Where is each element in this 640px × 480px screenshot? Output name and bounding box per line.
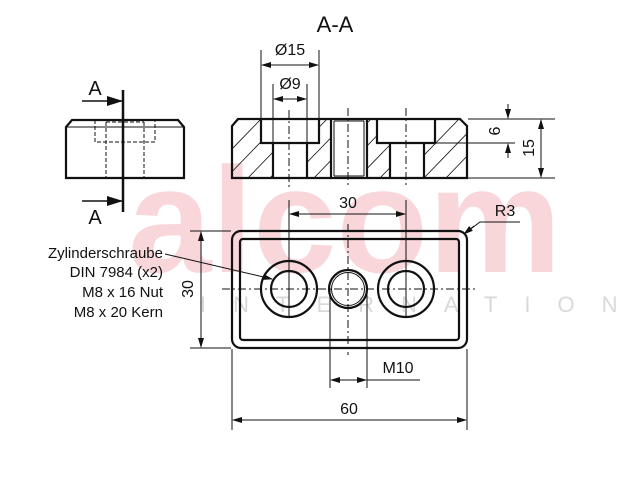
side-view: A A — [64, 78, 186, 229]
section-mark-top: A — [88, 78, 102, 100]
callout-line-4: M8 x 20 Kern — [74, 304, 163, 321]
section-hatch-line — [232, 119, 263, 178]
section-hatch-line — [443, 119, 467, 178]
callout-line-3: M8 x 16 Nut — [82, 284, 164, 301]
dim-counterbore-depth: 6 — [487, 126, 504, 135]
watermark: alcom INTERNATIONAL — [128, 136, 640, 317]
callout-leader — [164, 253, 273, 280]
callout-line-1: Zylinderschraube — [48, 245, 163, 262]
section-title: A-A — [317, 12, 354, 37]
left-counterbore — [259, 119, 321, 178]
dim-length: 60 — [340, 401, 358, 418]
section-hatch-line — [421, 119, 467, 178]
dim-thread: M10 — [382, 360, 413, 377]
threaded-hole — [329, 119, 369, 178]
dim-hole-spacing: 30 — [339, 195, 357, 212]
dim-hole-diameter: Ø9 — [279, 76, 300, 93]
dim-radius: R3 — [495, 203, 516, 220]
section-view: Ø15 Ø9 6 15 — [230, 42, 555, 188]
section-mark-bottom: A — [88, 207, 102, 229]
dim-counterbore-diameter: Ø15 — [275, 42, 305, 59]
dim-height: 15 — [521, 139, 538, 157]
screw-callout: Zylinderschraube DIN 7984 (x2) M8 x 16 N… — [48, 245, 273, 321]
callout-line-2: DIN 7984 (x2) — [70, 264, 163, 281]
top-view: 30 R3 30 M10 60 — [180, 195, 520, 430]
dim-width: 30 — [180, 280, 197, 298]
